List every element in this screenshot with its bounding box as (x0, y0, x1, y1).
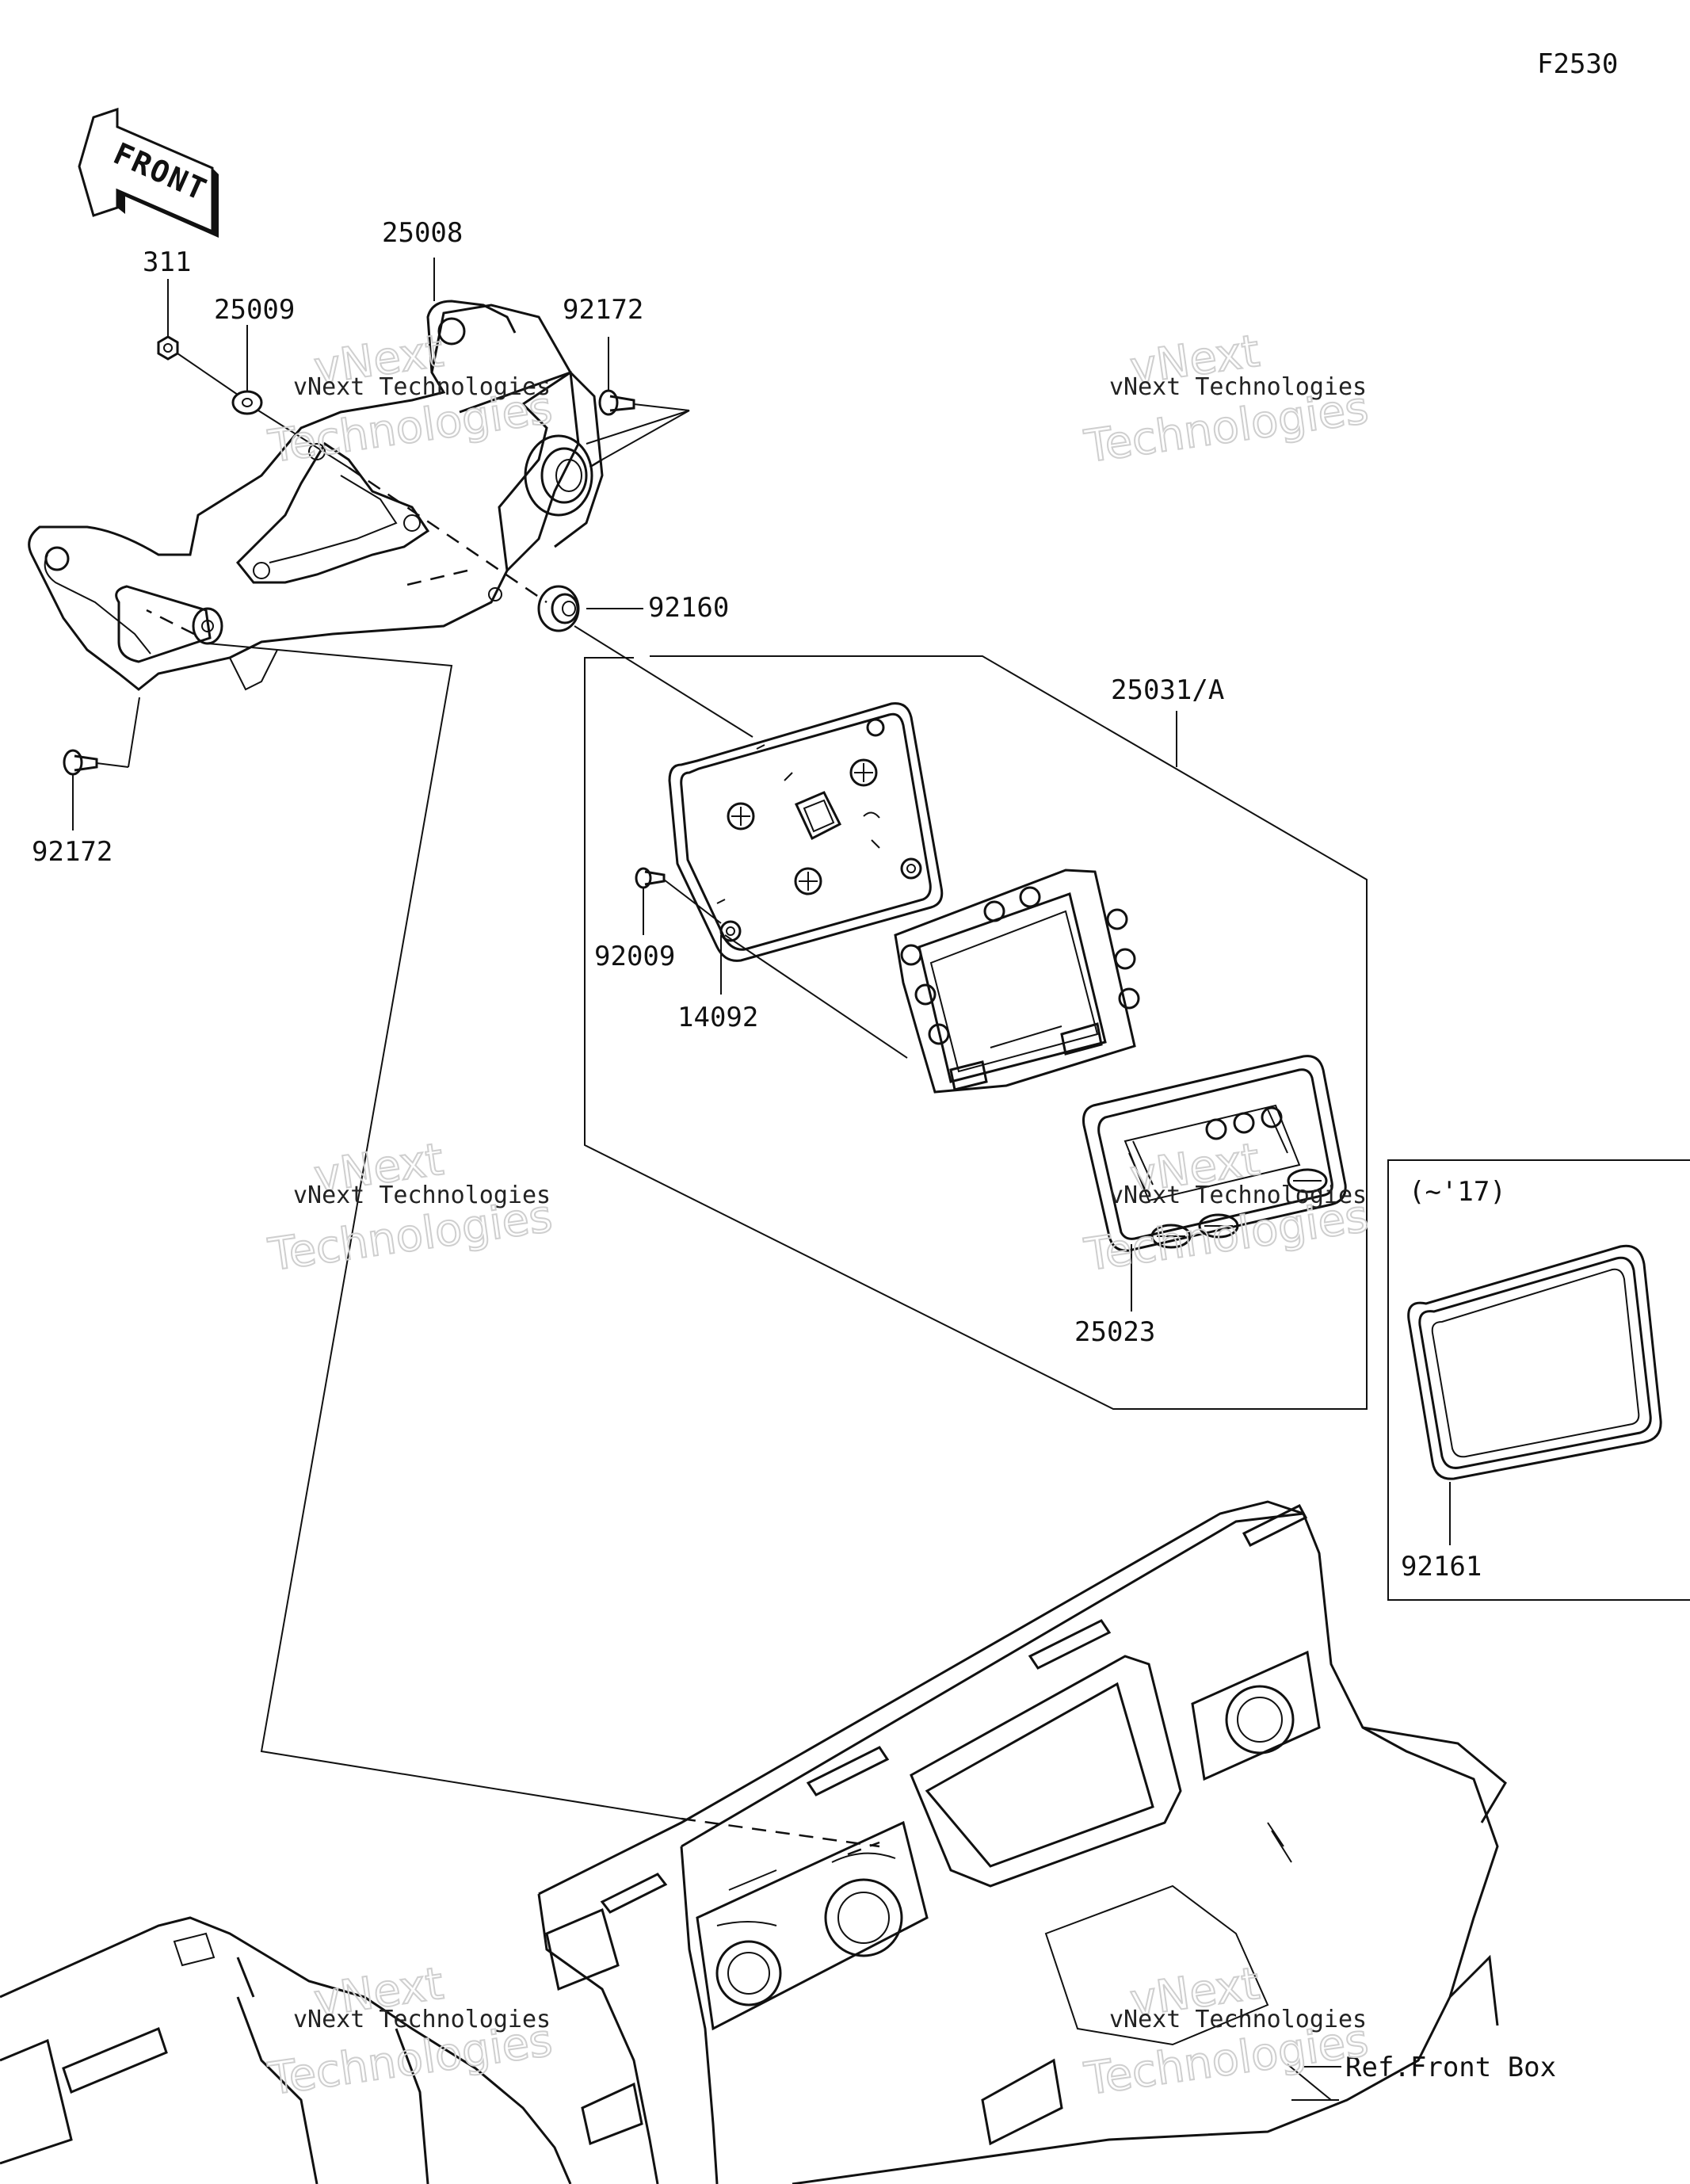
meter-bracket (28, 300, 604, 691)
front-arrow-icon: FRONT (78, 107, 219, 238)
nut-311 (157, 335, 179, 361)
watermark-bottom-right: vNext Technologies vNext Technologies (1081, 1957, 1372, 2106)
part-label-92161: 92161 (1401, 1551, 1482, 1583)
leader-lines-bracket (72, 258, 753, 830)
figure-code: F2530 (1537, 48, 1618, 80)
watermark-top-right: vNext Technologies vNext Technologies (1081, 325, 1372, 474)
dashboard-front-box (0, 1500, 1507, 2184)
svg-text:vNext Technologies: vNext Technologies (293, 2006, 551, 2033)
part-label-311: 311 (143, 246, 191, 278)
watermark-middle-left: vNext Technologies vNext Technologies (265, 1133, 556, 1282)
part-label-25008: 25008 (382, 217, 463, 249)
part-label-25031-a: 25031/A (1111, 674, 1224, 706)
variant-box-outline (1387, 1159, 1690, 1601)
variant-box-label: (~'17) (1409, 1176, 1506, 1208)
part-label-92160: 92160 (648, 592, 729, 624)
meter-case-14092 (668, 702, 944, 962)
leader-lines-dashboard (207, 643, 880, 1848)
screw-92009 (635, 867, 722, 995)
meter-unit-25023 (1082, 1055, 1347, 1312)
assembly-group-outline (584, 655, 1368, 1410)
watermark-bottom-left: vNext Technologies vNext Technologies (265, 1957, 556, 2106)
grommet-92160 (537, 585, 580, 632)
bolt-92172-lower (63, 749, 98, 776)
part-label-92172-lower: 92172 (32, 836, 113, 868)
meter-internal-frame (724, 869, 1140, 1094)
watermark-top-left: vNext Technologies vNext Technologies (265, 325, 556, 474)
svg-text:vNext Technologies: vNext Technologies (1109, 1182, 1367, 1209)
part-label-25009: 25009 (214, 294, 295, 326)
watermark-middle-right: vNext Technologies vNext Technologies (1081, 1133, 1372, 1282)
part-label-92172-upper: 92172 (563, 294, 643, 326)
part-label-14092: 14092 (677, 1002, 758, 1033)
svg-text:vNext Technologies: vNext Technologies (1109, 373, 1367, 401)
bolt-92172-upper (598, 389, 635, 416)
reference-label: Ref.Front Box (1345, 2052, 1556, 2083)
svg-text:vNext Technologies: vNext Technologies (1109, 2006, 1367, 2033)
part-label-25023: 25023 (1074, 1316, 1155, 1348)
svg-text:vNext Technologies: vNext Technologies (293, 373, 551, 401)
lens-92161 (1407, 1244, 1662, 1545)
part-label-92009: 92009 (594, 941, 675, 972)
svg-text:vNext Technologies: vNext Technologies (293, 1182, 551, 1209)
